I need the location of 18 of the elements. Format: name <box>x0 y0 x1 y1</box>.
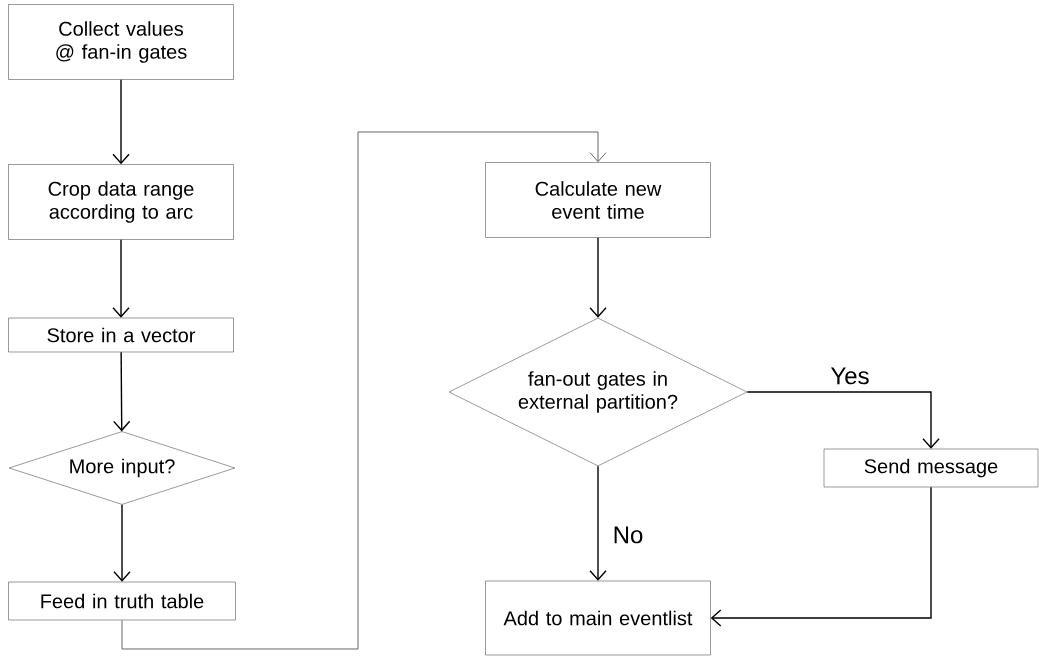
arrow <box>746 391 940 449</box>
process-box: Calculate new event time <box>485 162 711 238</box>
arrow <box>112 79 130 165</box>
process-box: Add to main eventlist <box>485 580 711 656</box>
arrow <box>112 239 130 318</box>
process-box: Collect values @ fan-in gates <box>8 4 234 80</box>
arrow <box>589 237 607 318</box>
process-box: Crop data range according to arc <box>8 164 234 240</box>
arrow <box>121 131 607 650</box>
edge-label: No <box>611 525 645 545</box>
process-box: Feed in truth table <box>8 581 236 621</box>
arrow <box>113 504 131 582</box>
arrow <box>710 486 932 627</box>
process-box: Store in a vector <box>8 317 234 353</box>
edge-label: Yes <box>829 366 871 386</box>
arrow <box>112 351 131 432</box>
arrow <box>589 465 607 581</box>
process-box: Send message <box>823 448 1039 488</box>
